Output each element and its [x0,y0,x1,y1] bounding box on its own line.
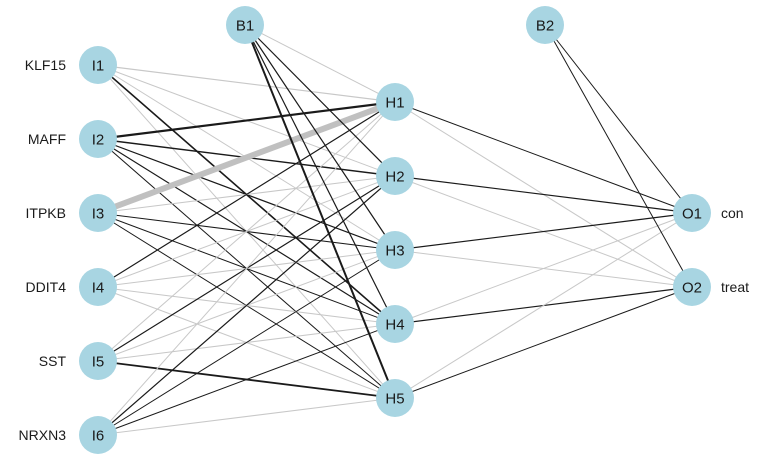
node-h2: H2 [376,157,414,195]
node-h5: H5 [376,379,414,417]
node-circle [526,6,564,44]
node-o2: O2 [673,268,711,306]
node-o1: O1 [673,194,711,232]
edge-i2-h1 [97,100,396,141]
node-circle [79,416,117,454]
edge-b2-o2 [544,24,693,288]
edge-h1-o1 [394,101,693,214]
node-label: O1 [682,206,702,223]
gene-label-sst: SST [39,353,67,369]
node-circle [376,83,414,121]
edge-i6-h4 [97,323,396,436]
node-label: H4 [385,317,404,334]
node-i3: I3 [79,194,117,232]
node-h4: H4 [376,305,414,343]
edge-b1-h3 [244,24,396,251]
node-circle [79,120,117,158]
node-label: H5 [385,391,404,408]
gene-label-maff: MAFF [28,131,66,147]
edge-i4-h1 [97,101,396,288]
node-b1: B1 [226,6,264,44]
node-circle [376,379,414,417]
edge-layer [96,24,693,436]
edge-i6-h1 [97,101,396,436]
edge-h5-o2 [394,286,693,399]
node-label: I1 [92,58,105,75]
node-label: B1 [236,18,254,35]
node-label: H2 [385,169,404,186]
node-circle [79,194,117,232]
node-b2: B2 [526,6,564,44]
node-label: I6 [92,428,105,445]
gene-label-itpkb: ITPKB [26,205,66,221]
edge-h3-o1 [394,212,693,251]
node-label: H3 [385,243,404,260]
node-circle [673,194,711,232]
edge-h5-o1 [394,212,693,399]
node-label: I5 [92,354,105,371]
node-h1: H1 [376,83,414,121]
node-h3: H3 [376,231,414,269]
edge-b1-h1 [244,24,396,103]
edge-i1-h1 [97,64,396,103]
node-circle [376,305,414,343]
node-circle [376,157,414,195]
edge-i6-h2 [97,175,396,436]
gene-label-ddit4: DDIT4 [26,279,67,295]
node-i2: I2 [79,120,117,158]
node-label: I4 [92,280,105,297]
gene-label-klf15: KLF15 [25,57,66,73]
node-circle [79,46,117,84]
edge-b1-h4 [244,24,396,325]
node-circle [376,231,414,269]
edge-b1-h2 [244,24,396,177]
node-label: I2 [92,132,105,149]
edge-b2-o1 [544,24,693,214]
node-label: H1 [385,95,404,112]
node-i1: I1 [79,46,117,84]
node-i5: I5 [79,342,117,380]
edge-h4-o1 [394,212,693,325]
output-label-treat: treat [721,279,749,295]
gene-label-nrxn3: NRXN3 [19,427,67,443]
node-i4: I4 [79,268,117,306]
edge-i3-h1 [96,99,397,216]
node-label: I3 [92,206,105,223]
node-label: B2 [536,18,554,35]
edge-h2-o1 [394,175,693,214]
node-circle [226,6,264,44]
node-circle [673,268,711,306]
edge-i5-h1 [97,101,396,362]
node-label: O2 [682,280,702,297]
node-i6: I6 [79,416,117,454]
edge-b1-h5 [244,24,396,399]
node-circle [79,268,117,306]
edge-i6-h3 [97,249,396,436]
output-label-con: con [721,205,744,221]
edge-i6-h5 [97,397,396,436]
node-circle [79,342,117,380]
